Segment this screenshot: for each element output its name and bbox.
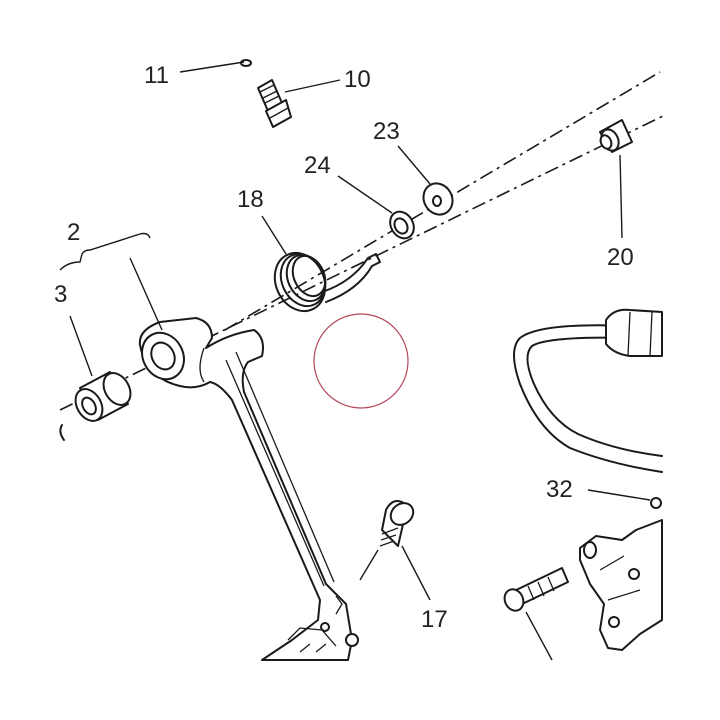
bolt-part-32-bracket [503,497,662,612]
leader-line-bracket [525,611,553,661]
bracket-part [579,519,663,651]
leader-line-10 [284,79,341,93]
leader-line-32 [587,489,651,501]
bushing-part-3 [59,371,132,441]
pedal-lever-part-2 [138,317,359,661]
leader-line-24 [337,175,393,214]
callout-17: 17 [421,606,448,633]
bushing-part-20 [599,119,633,153]
leader-line-3 [69,315,93,377]
leader-line-23 [397,145,431,185]
callout-11: 11 [144,62,169,89]
brake-rod-assembly [513,308,663,473]
leader-line-17 [401,545,431,601]
reference-circle [313,313,409,409]
washer-part-23 [422,182,454,216]
brace-callout-2 [59,232,151,271]
callout-24: 24 [304,152,331,179]
callout-3: 3 [54,281,67,308]
callout-20: 20 [607,244,634,271]
leader-line-lever [129,257,163,331]
ring-part-24 [389,210,415,240]
callout-23: 23 [373,118,400,145]
pin-part-17 [379,500,415,547]
callout-2: 2 [67,219,80,246]
torsion-spring-part-18 [273,251,381,313]
leader-line-pin-lever [359,549,379,581]
callout-32: 32 [546,476,573,503]
callout-18: 18 [237,186,264,213]
callout-10: 10 [344,66,371,93]
leader-line-11 [179,61,245,73]
bolt-part-10 [240,59,292,128]
leader-line-20 [619,154,623,239]
leader-line-18 [261,215,287,255]
